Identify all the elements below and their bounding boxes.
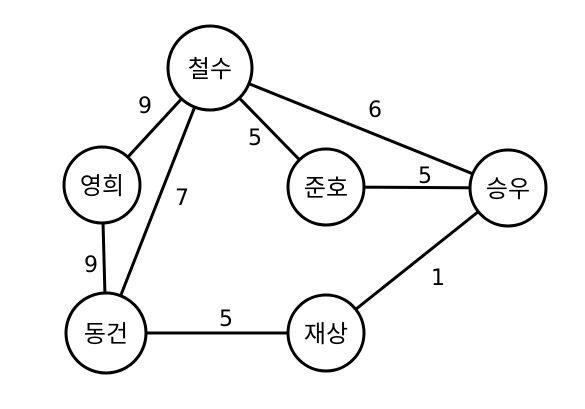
node-circle xyxy=(64,291,148,375)
edge-cheolsu-seungwoo xyxy=(208,66,510,190)
node-seungwoo: 승우 xyxy=(468,148,548,228)
node-circle xyxy=(166,24,254,112)
node-circle xyxy=(286,293,366,373)
edge-cheolsu-donggeon xyxy=(104,66,212,335)
weight-layer: 9 5 6 7 9 5 5 1 xyxy=(84,94,445,332)
node-jaesang: 재상 xyxy=(286,293,366,373)
edge-weight: 6 xyxy=(368,98,382,123)
edge-weight: 9 xyxy=(138,94,152,119)
node-label: 승우 xyxy=(486,175,530,203)
edge-weight: 5 xyxy=(248,126,262,151)
edge-weight: 5 xyxy=(219,307,233,332)
node-label: 동건 xyxy=(84,320,128,348)
node-layer: 철수 영희 준호 승우 동건 재상 xyxy=(62,24,548,375)
edge-weight: 7 xyxy=(175,186,189,211)
node-cheolsu: 철수 xyxy=(166,24,254,112)
node-younghee: 영희 xyxy=(62,145,142,225)
node-label: 준호 xyxy=(304,174,348,202)
node-junho: 준호 xyxy=(286,147,366,227)
node-circle xyxy=(468,148,548,228)
node-label: 재상 xyxy=(304,320,348,348)
node-circle xyxy=(286,147,366,227)
node-label: 영희 xyxy=(80,172,124,200)
node-label: 철수 xyxy=(188,55,232,83)
edge-weight: 5 xyxy=(418,164,432,189)
node-circle xyxy=(62,145,142,225)
node-donggeon: 동건 xyxy=(64,291,148,375)
edge-weight: 1 xyxy=(431,266,445,291)
edge-weight: 9 xyxy=(84,253,98,278)
